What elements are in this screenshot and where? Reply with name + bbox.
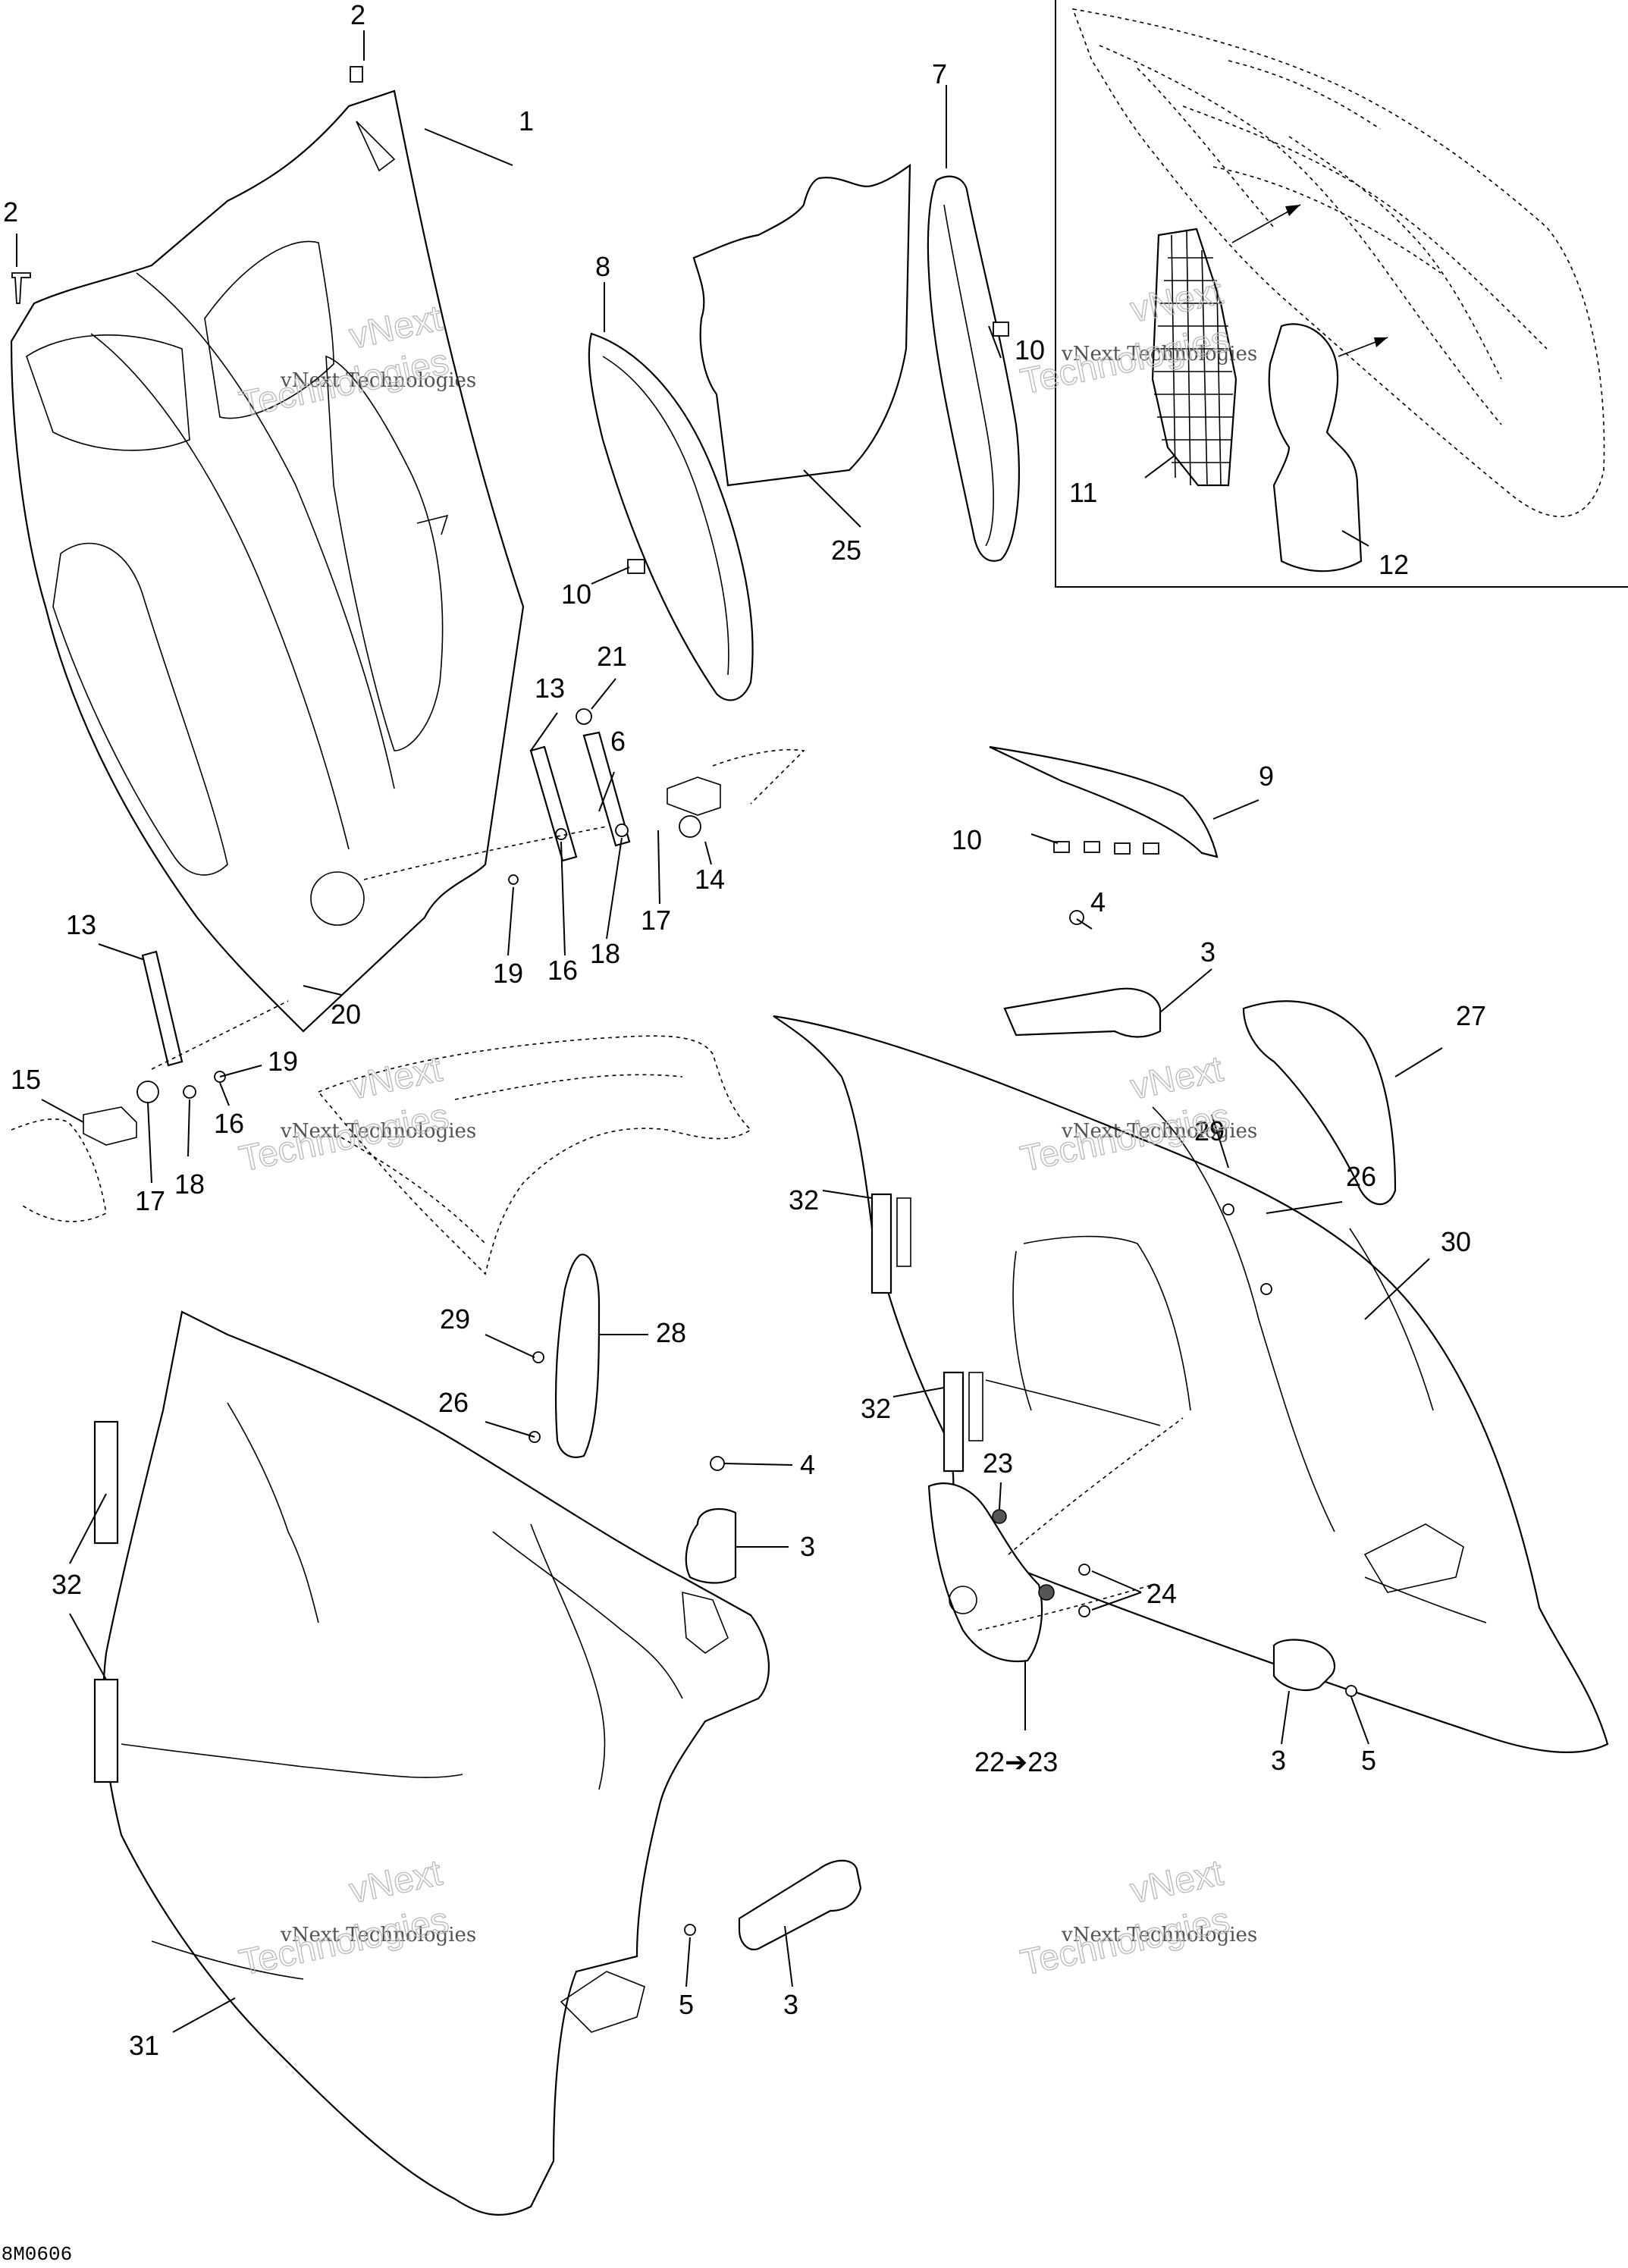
callout-17: 17 <box>135 1185 165 1216</box>
chassis-outline-left <box>11 1118 107 1222</box>
callout-20: 20 <box>331 999 361 1030</box>
part-3-handle-upper <box>1003 987 1162 1038</box>
part-14-bracket <box>667 748 805 816</box>
watermark-text: vNext Technologies <box>280 1120 476 1143</box>
part-3-handle-bottom <box>738 1859 862 1951</box>
part-13-strap-lower <box>83 950 184 1146</box>
callout-1: 1 <box>519 105 534 136</box>
callout-9: 9 <box>1259 761 1274 792</box>
watermark-text: vNext Technologies <box>1061 1924 1257 1946</box>
callout-32: 32 <box>52 1569 82 1600</box>
callout-5: 5 <box>679 1989 694 2020</box>
part-28-deflector <box>554 1253 601 1458</box>
callout-2: 2 <box>3 196 18 227</box>
watermark-text: vNext Technologies <box>280 369 476 392</box>
hardware <box>11 66 1357 1936</box>
part-12-foam-strip <box>1268 323 1363 572</box>
part-7-window-frame <box>927 175 1021 562</box>
callout-22-to-23: 22➔23 <box>974 1746 1058 1777</box>
callout-4: 4 <box>800 1449 815 1480</box>
part-22-bracket <box>927 1482 1043 1662</box>
callout-8: 8 <box>595 251 610 282</box>
callout-25: 25 <box>831 535 861 566</box>
callout-10: 10 <box>952 824 982 855</box>
callout-16: 16 <box>547 955 578 986</box>
callout-21: 21 <box>597 641 627 672</box>
callout-2: 2 <box>350 0 365 30</box>
callout-16: 16 <box>214 1108 244 1139</box>
callout-6: 6 <box>610 726 626 757</box>
callout-3: 3 <box>1200 936 1216 968</box>
watermark-big: Technologies <box>236 1096 452 1180</box>
part-3-handle-middle <box>685 1507 737 1584</box>
callout-29: 29 <box>440 1303 470 1335</box>
part-9-trim-strip <box>989 745 1219 858</box>
callout-19: 19 <box>268 1046 298 1077</box>
callout-3: 3 <box>1271 1745 1286 1776</box>
callout-30: 30 <box>1441 1226 1471 1257</box>
callout-11: 11 <box>1069 477 1097 508</box>
callout-32: 32 <box>861 1393 891 1424</box>
callout-14: 14 <box>695 864 725 895</box>
watermark-text: vNext Technologies <box>1061 1120 1257 1143</box>
part-31-lower-panel <box>102 1310 770 2216</box>
callout-18: 18 <box>174 1169 205 1200</box>
part-11-foam-grid <box>1151 227 1237 487</box>
part-1-side-panel <box>10 89 525 1033</box>
watermark-big: Technologies <box>1017 1900 1233 1984</box>
callout-24: 24 <box>1147 1578 1177 1609</box>
callout-3: 3 <box>783 1989 798 2020</box>
callout-18: 18 <box>590 938 620 969</box>
assembly-dash-lines <box>151 826 1184 1631</box>
callout-12: 12 <box>1379 549 1409 580</box>
callout-31: 31 <box>129 2030 159 2061</box>
callout-19: 19 <box>493 958 523 989</box>
callout-13: 13 <box>66 909 96 940</box>
callout-10: 10 <box>1015 334 1045 365</box>
part-3-handle-right <box>1272 1639 1336 1691</box>
callout-3: 3 <box>800 1531 815 1562</box>
watermark-text: vNext Technologies <box>280 1924 476 1946</box>
callout-15: 15 <box>11 1064 41 1095</box>
part-27-deflector <box>1242 1000 1397 1206</box>
callout-28: 28 <box>656 1317 686 1348</box>
callout-5: 5 <box>1361 1745 1376 1776</box>
callout-32: 32 <box>789 1184 819 1216</box>
callout-29: 29 <box>1194 1115 1225 1147</box>
diagram-reference-code: 38M0606 <box>0 2243 72 2266</box>
callout-4: 4 <box>1090 886 1106 918</box>
callout-17: 17 <box>641 905 671 936</box>
part-8-window-frame <box>588 332 754 701</box>
callout-27: 27 <box>1456 1000 1486 1031</box>
leader-lines <box>16 30 1443 2033</box>
chassis-outline-middle <box>317 1035 752 1275</box>
part-32-strips <box>93 1193 983 1783</box>
callout-7: 7 <box>932 58 947 89</box>
callout-23: 23 <box>983 1448 1013 1479</box>
callout-labels: 2 2 1 7 8 10 10 25 11 12 13 21 6 9 10 14… <box>3 0 1486 2061</box>
callout-13: 13 <box>535 673 565 704</box>
inset-detail <box>1055 0 1628 588</box>
part-25-foam-panel <box>692 163 911 487</box>
callout-26: 26 <box>1346 1161 1376 1192</box>
callout-26: 26 <box>438 1387 469 1418</box>
callout-10: 10 <box>561 579 591 610</box>
watermark-text: vNext Technologies <box>1061 343 1257 365</box>
